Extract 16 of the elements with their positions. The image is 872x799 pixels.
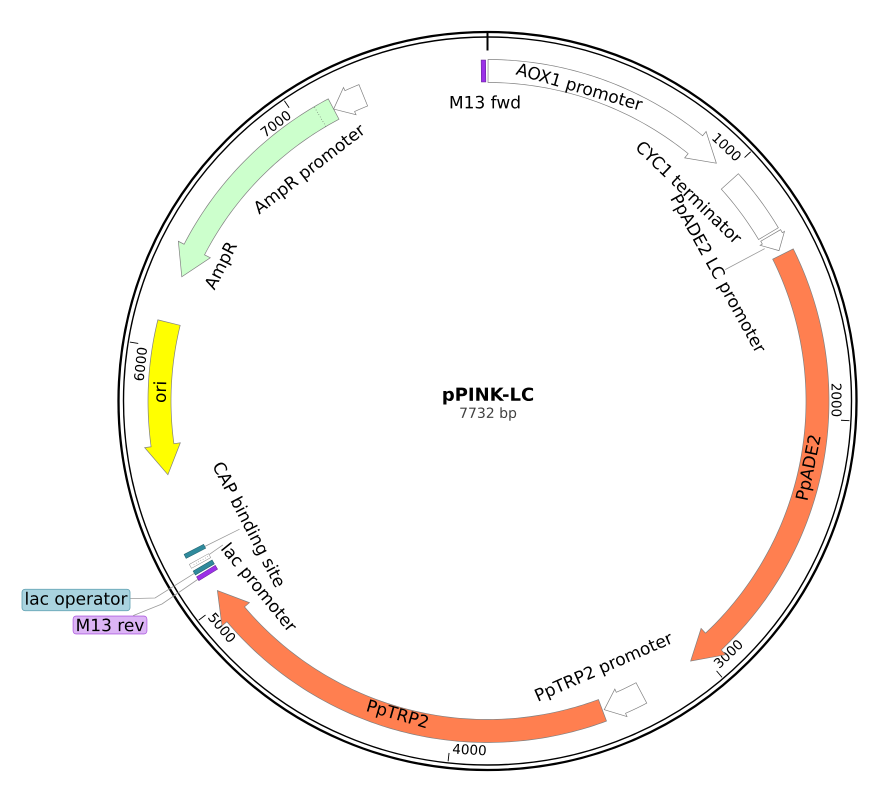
feature-block <box>759 229 786 252</box>
feature-mark <box>196 565 218 581</box>
feature-block <box>333 84 368 116</box>
feature-mark <box>184 544 206 559</box>
leader-line <box>132 578 198 616</box>
plasmid-name: pPINK-LC <box>443 387 534 405</box>
leader-line <box>130 573 195 600</box>
feature-mark <box>192 560 215 576</box>
feature-block <box>604 682 648 718</box>
leader-line <box>208 544 224 555</box>
leader-line <box>204 528 240 547</box>
boxed-label: lac operator <box>22 588 130 612</box>
plasmid-size: 7732 bp <box>460 407 516 421</box>
boxed-label: M13 rev <box>72 616 148 634</box>
leader-line <box>724 248 766 270</box>
feature-mark <box>189 553 211 569</box>
